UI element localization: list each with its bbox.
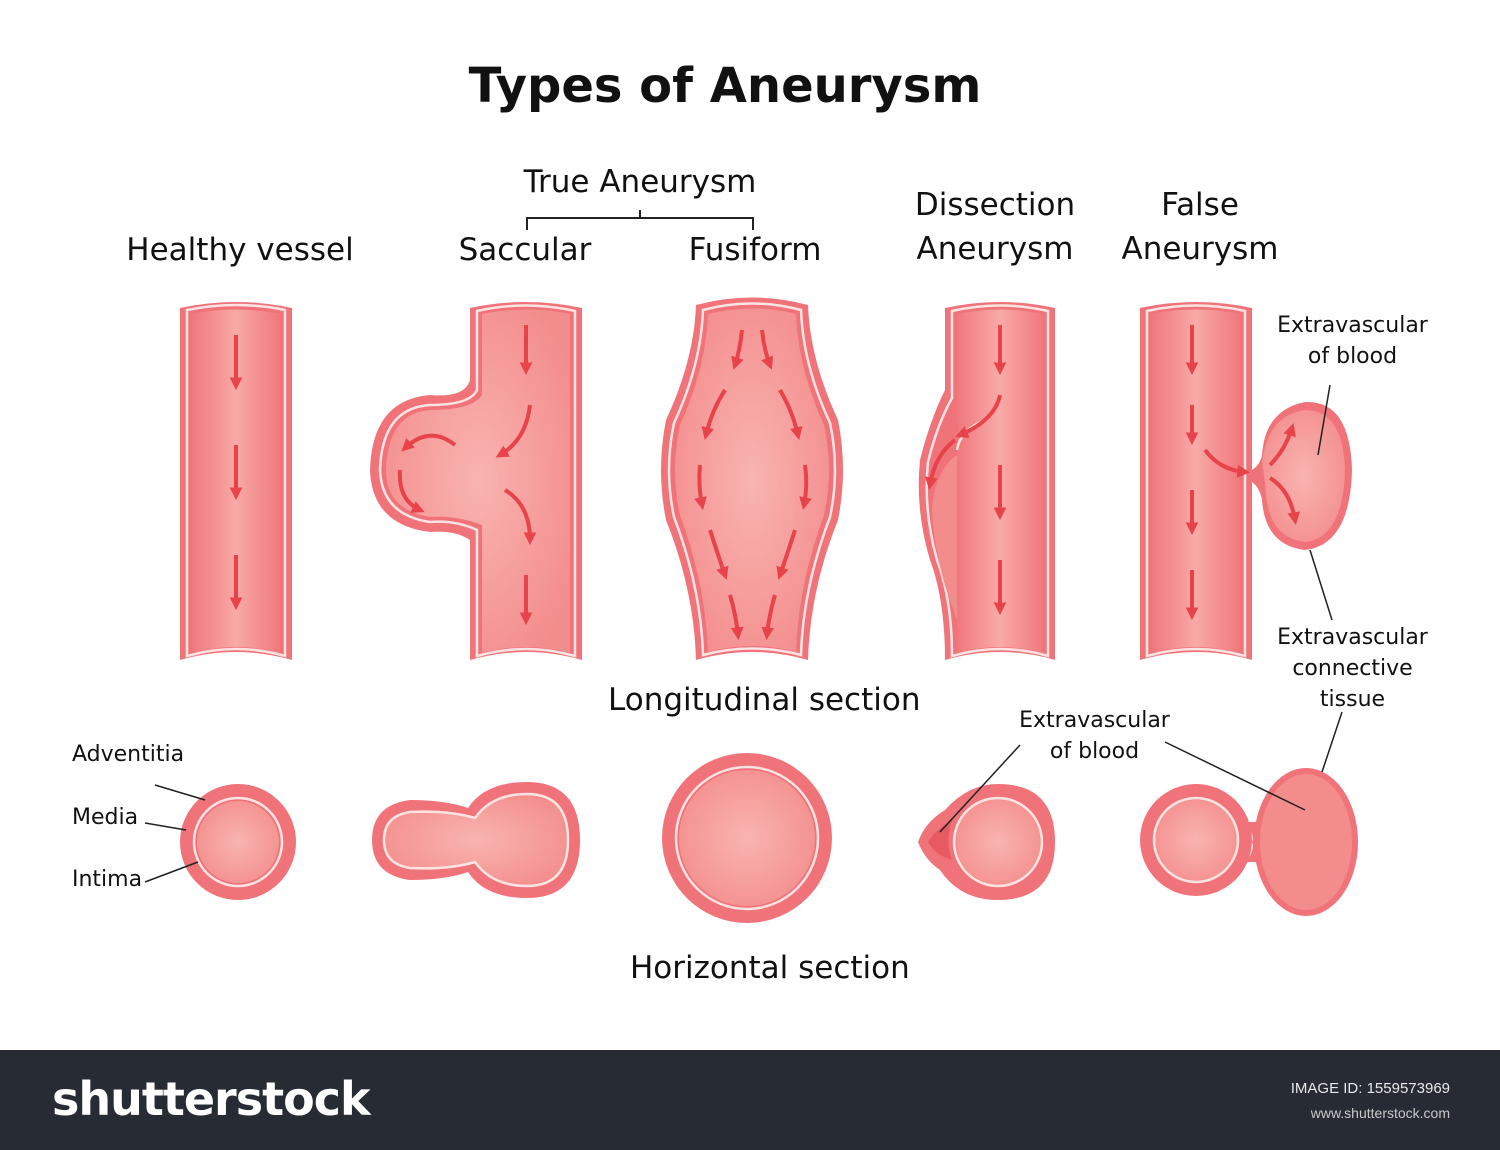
true-aneurysm-bracket: [526, 210, 754, 230]
label-saccular: Saccular: [458, 232, 592, 268]
annotation-extravascular-blood-bottom: Extravascular of blood: [1012, 705, 1177, 767]
label-healthy-vessel: Healthy vessel: [126, 232, 354, 268]
flow-arrow: [761, 594, 777, 641]
leader-line: [1164, 741, 1306, 811]
label-dissection-line1: Dissection: [914, 187, 1076, 223]
label-fusiform: Fusiform: [688, 232, 822, 268]
label-false-line1: False: [1161, 187, 1239, 223]
annotation-line: of blood: [1307, 344, 1398, 369]
diagram-graphics: [144, 210, 1358, 923]
site-url[interactable]: www.shutterstock.com: [1310, 1105, 1450, 1121]
flow-arrow: [694, 464, 707, 511]
footer-bar: shutterstock IMAGE ID: 1559573969 www.sh…: [0, 1050, 1500, 1150]
layer-label-intima: Intima: [72, 867, 143, 892]
annotation-extravascular-blood-top: Extravascular of blood: [1270, 310, 1435, 372]
layer-label-media: Media: [72, 805, 139, 830]
leader-line: [154, 784, 206, 801]
false-aneurysm-cross-section: [1140, 711, 1358, 916]
annotation-line: connective: [1292, 656, 1413, 681]
annotation-line: of blood: [1049, 739, 1140, 764]
dissection-cross-section: [918, 744, 1055, 900]
flow-arrow: [776, 529, 797, 580]
healthy-vessel-longitudinal: [180, 302, 292, 660]
true-aneurysm-group-label: True Aneurysm: [523, 164, 757, 200]
leader-line: [939, 744, 1021, 833]
healthy-vessel-cross-section: [144, 784, 296, 900]
label-dissection-line2: Aneurysm: [916, 231, 1074, 267]
leader-line: [1321, 711, 1343, 773]
flow-arrow: [1203, 448, 1251, 478]
flow-arrow: [778, 388, 803, 440]
flow-arrow: [701, 388, 727, 440]
flow-arrow: [503, 488, 537, 546]
dissection-longitudinal: [918, 302, 1055, 660]
diagram-title: Types of Aneurysm: [468, 58, 982, 114]
layer-label-adventitia: Adventitia: [72, 742, 185, 767]
flow-arrow: [397, 469, 425, 513]
label-false-line2: Aneurysm: [1121, 231, 1279, 267]
brand-logo[interactable]: shutterstock: [52, 1072, 371, 1126]
label-false-aneurysm: False Aneurysm: [1105, 183, 1295, 271]
saccular-cross-section: [372, 782, 580, 898]
flow-arrow: [760, 329, 774, 370]
image-id: IMAGE ID: 1559573969: [1290, 1080, 1450, 1097]
flow-arrow: [799, 464, 812, 511]
false-aneurysm-longitudinal: [1140, 302, 1352, 660]
fusiform-cross-section: [662, 753, 832, 923]
flow-arrow: [401, 433, 457, 452]
section-label-longitudinal: Longitudinal section: [608, 682, 921, 718]
flow-arrow: [708, 529, 729, 580]
flow-arrow: [731, 329, 744, 370]
flow-arrow: [924, 438, 957, 491]
leader-line: [1309, 549, 1333, 621]
flow-arrow: [1268, 476, 1301, 526]
saccular-longitudinal: [370, 302, 582, 660]
section-label-horizontal: Horizontal section: [630, 950, 910, 986]
flow-arrow: [955, 394, 1002, 438]
diagram-canvas: Types of Aneurysm True Aneurysm Healthy …: [72, 58, 1435, 986]
leader-line: [144, 861, 199, 883]
annotation-extravascular-connective-tissue: Extravascular connective tissue: [1270, 622, 1435, 715]
annotation-line: Extravascular: [1277, 313, 1428, 338]
leader-line: [1317, 384, 1331, 456]
fusiform-longitudinal: [661, 297, 843, 660]
annotation-line: tissue: [1319, 687, 1386, 712]
flow-arrow: [728, 594, 744, 641]
annotation-line: Extravascular: [1019, 708, 1170, 733]
flow-arrow: [495, 404, 532, 458]
label-dissection-aneurysm: Dissection Aneurysm: [895, 183, 1095, 271]
leader-line: [144, 822, 187, 831]
annotation-line: Extravascular: [1277, 625, 1428, 650]
flow-arrow: [1268, 423, 1296, 467]
